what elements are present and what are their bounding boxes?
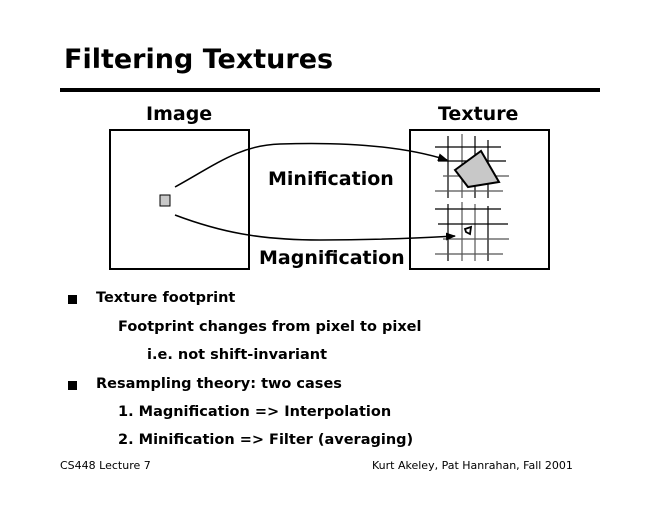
magnification-grid	[435, 202, 509, 261]
bullet-marker	[68, 295, 77, 304]
image-pixel	[159, 194, 171, 207]
footer-course: CS448 Lecture 7	[60, 459, 151, 472]
magnification-arrow	[174, 214, 456, 241]
bullet-text: Texture footprint	[96, 290, 236, 306]
sub-bullet-text: 2. Minification => Filter (averaging)	[118, 432, 414, 448]
sub-bullet-text: 1. Magnification => Interpolation	[118, 404, 392, 420]
texture-label: Texture	[438, 103, 519, 125]
title-rule	[60, 88, 600, 92]
magnification-footprint	[463, 225, 473, 236]
texture-box	[409, 129, 550, 270]
slide-title: Filtering Textures	[64, 44, 334, 75]
minification-arrow	[174, 142, 448, 188]
minification-label: Minification	[268, 168, 394, 190]
magnification-label: Magnification	[259, 247, 405, 269]
image-label: Image	[146, 103, 213, 125]
sub-bullet-text: i.e. not shift-invariant	[147, 347, 328, 363]
sub-bullet-text: Footprint changes from pixel to pixel	[118, 319, 422, 335]
minification-footprint	[453, 149, 501, 189]
footer-authors: Kurt Akeley, Pat Hanrahan, Fall 2001	[372, 459, 573, 472]
bullet-marker	[68, 381, 77, 390]
bullet-text: Resampling theory: two cases	[96, 376, 342, 392]
image-box	[109, 129, 250, 270]
